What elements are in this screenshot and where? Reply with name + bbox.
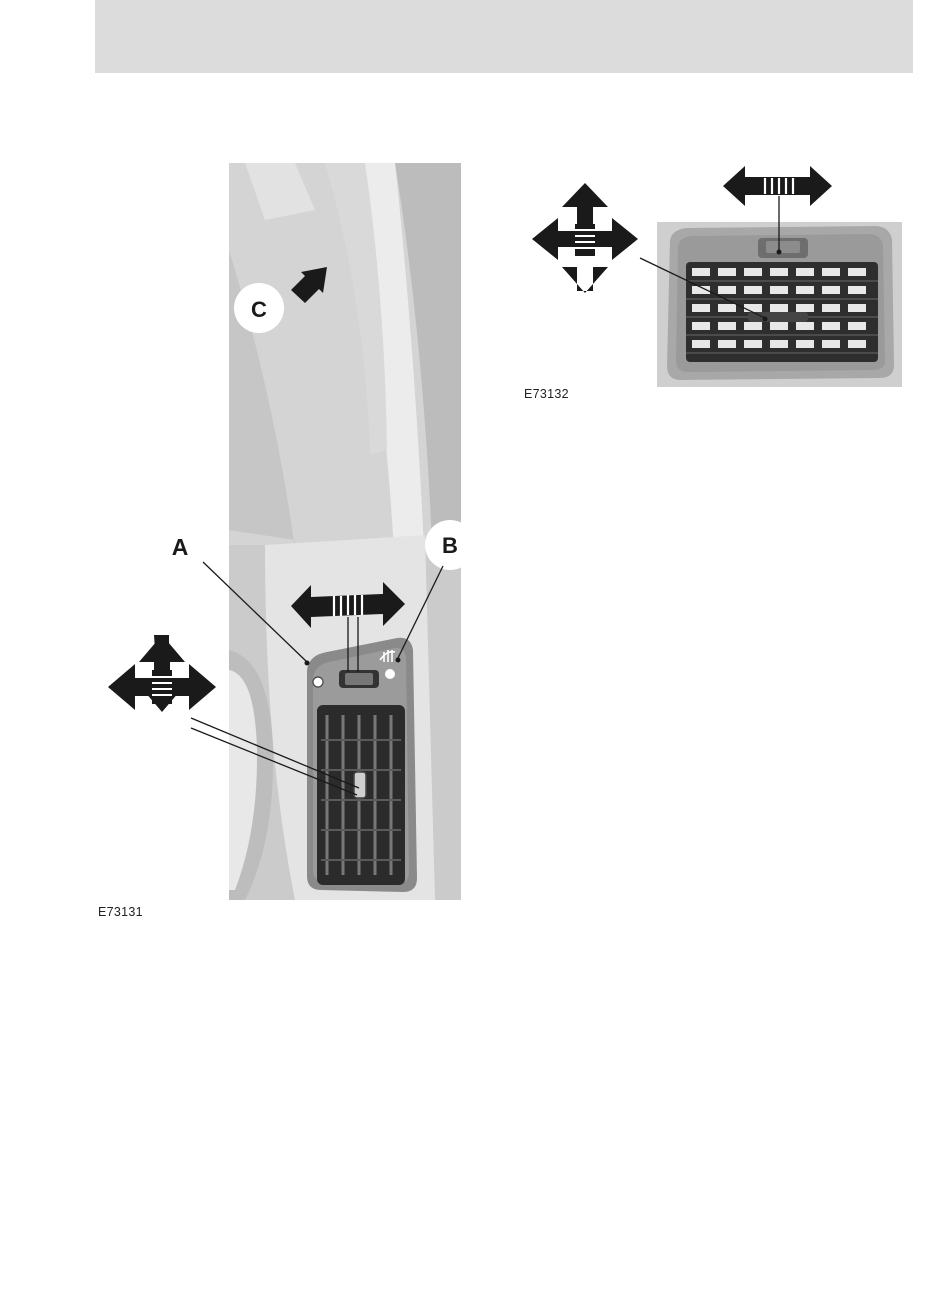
page-header-band	[95, 0, 913, 73]
figure-caption-left: E73131	[98, 905, 143, 919]
label-b-badge: B	[425, 520, 475, 570]
label-a: A	[172, 534, 189, 560]
four-way-arrow-icon	[108, 635, 216, 712]
label-b: B	[442, 533, 458, 558]
figure-center-vent	[520, 160, 915, 405]
label-c-badge: C	[234, 283, 284, 333]
figure-side-vent: C A B	[95, 150, 475, 910]
four-way-arrow-icon	[532, 183, 638, 293]
side-vent-illustration	[229, 163, 461, 900]
label-c: C	[251, 297, 267, 322]
figure-caption-right: E73132	[524, 387, 569, 401]
two-way-arrow-icon	[723, 166, 832, 206]
